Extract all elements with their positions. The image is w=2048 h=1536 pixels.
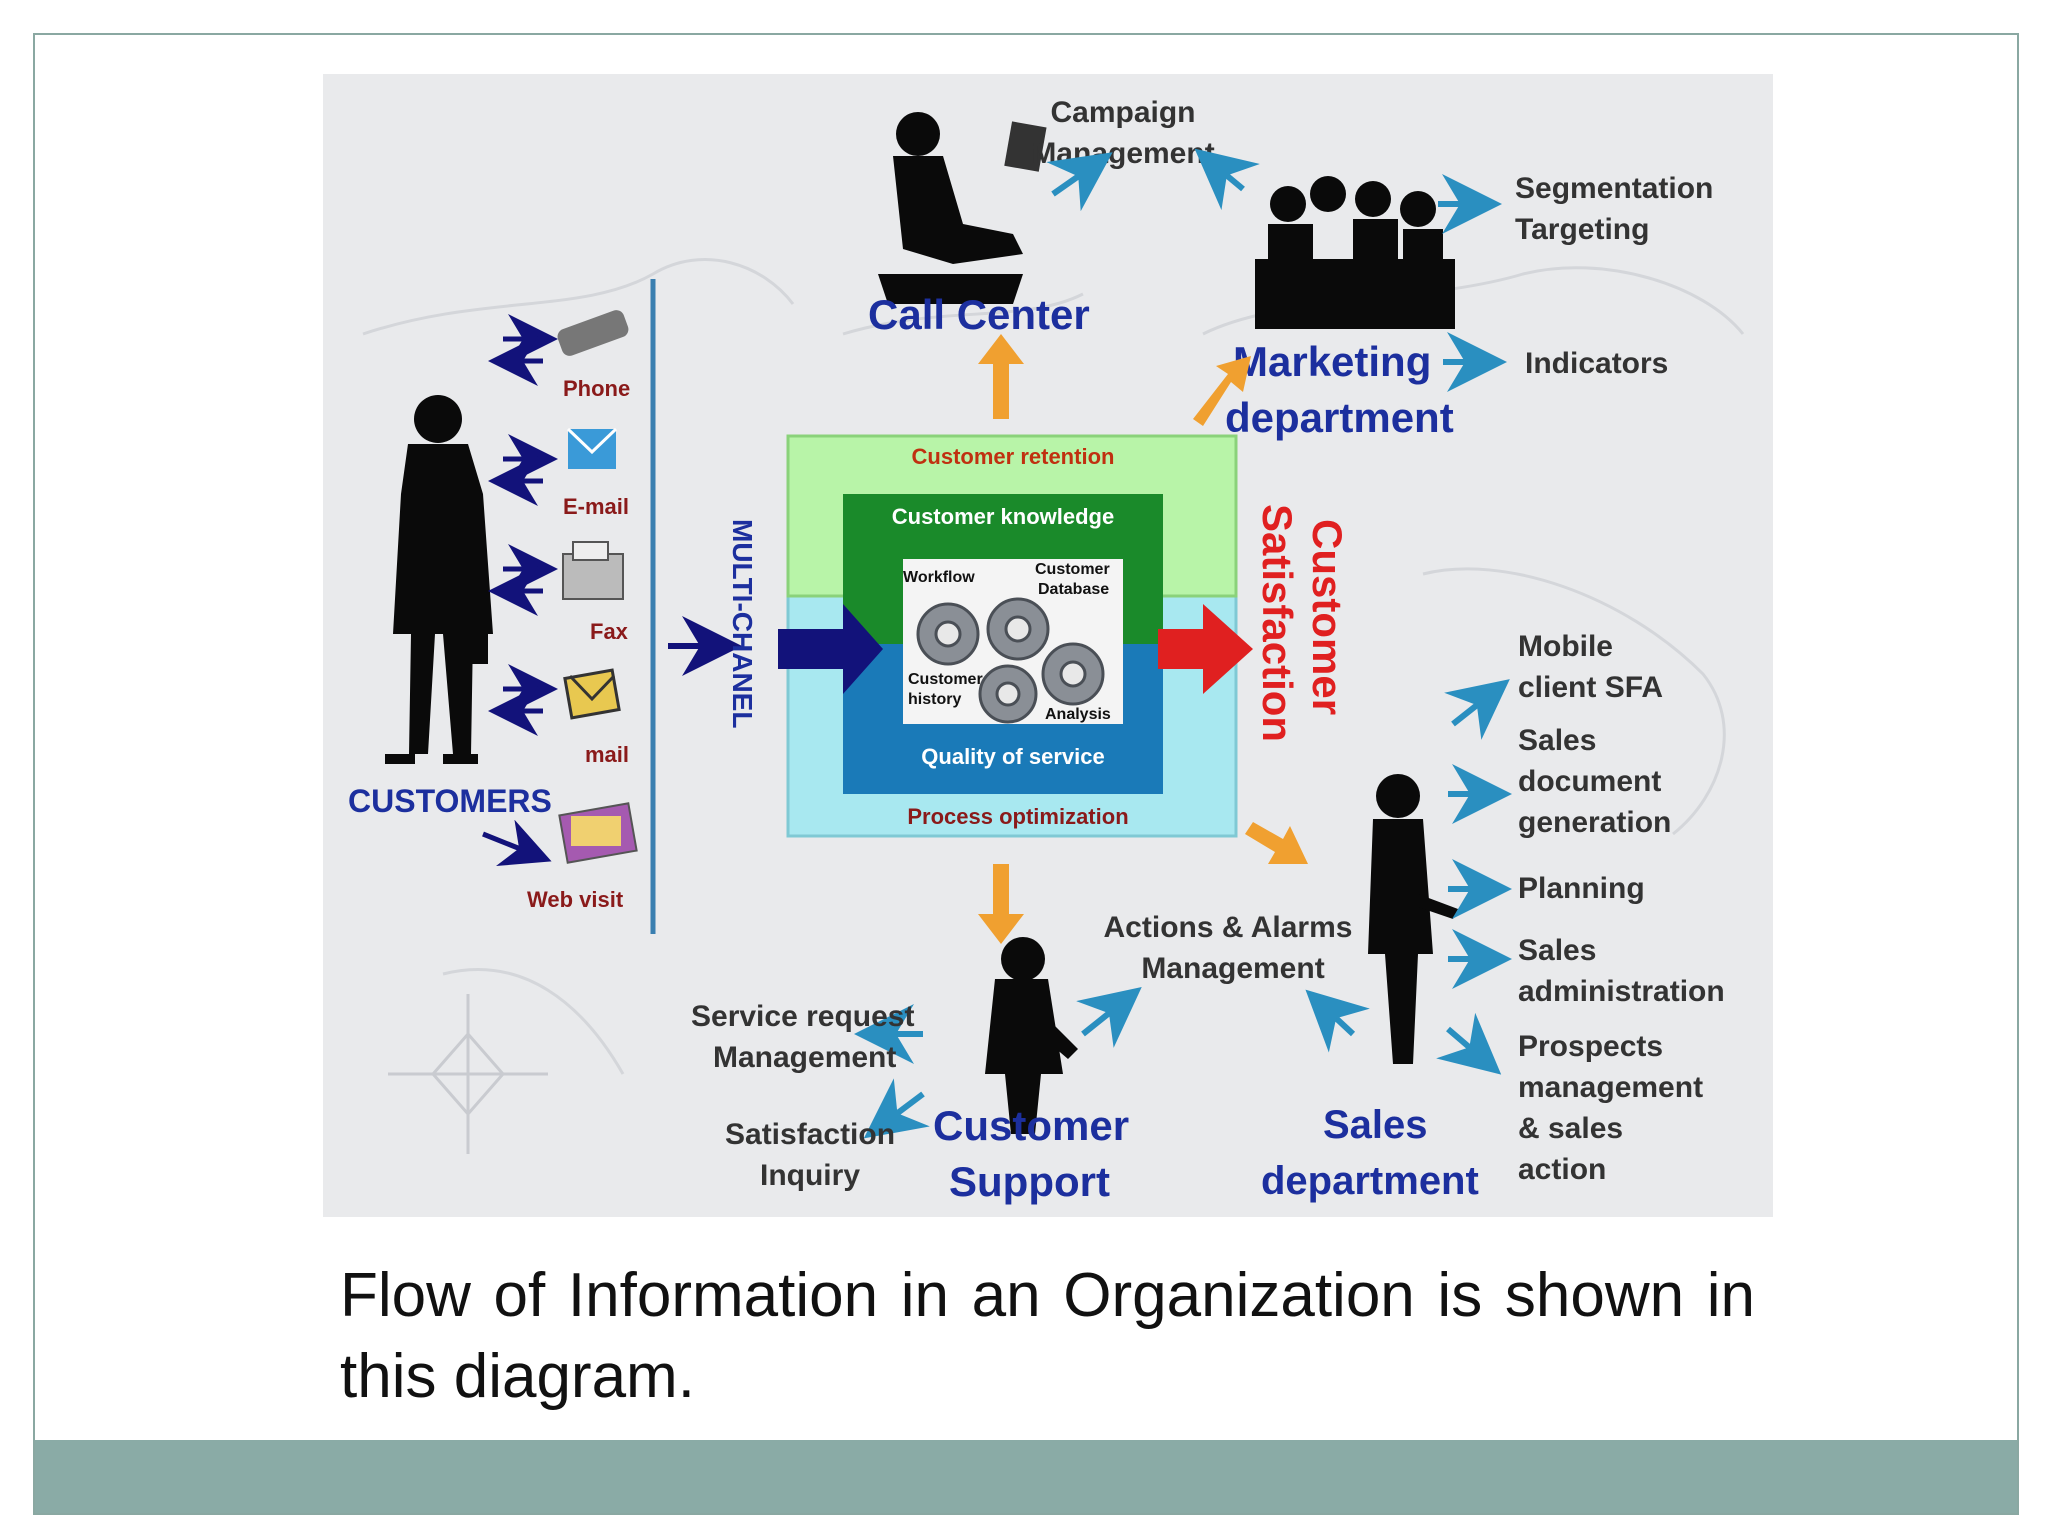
core-to-customer-support-arrow: [978, 864, 1024, 944]
call-center-label: Call Center: [868, 291, 1090, 338]
sales-person-icon: [1368, 774, 1458, 1064]
sales-document-label-3: generation: [1518, 806, 1671, 839]
call-center-agent-icon: [878, 112, 1047, 304]
email-icon: [566, 427, 618, 469]
sales-to-prospects-arrow: [1436, 1012, 1502, 1075]
mobile-sfa-label-1: Mobile: [1518, 630, 1613, 663]
service-request-label-2: Management: [713, 1041, 896, 1074]
mail-icon: [563, 668, 621, 720]
gear-icon: [916, 597, 1105, 724]
customer-satisfaction-label-1: Customer: [1304, 519, 1351, 715]
channel-mail-label: mail: [585, 742, 629, 767]
marketing-meeting-icon: [1255, 176, 1455, 329]
analysis-label: Analysis: [1045, 706, 1111, 723]
support-to-actions-arrow: [1076, 987, 1142, 1048]
planning-label: Planning: [1518, 872, 1645, 905]
sales-document-label-2: document: [1518, 765, 1661, 798]
sales-department-label-1: Sales: [1323, 1103, 1428, 1147]
sales-administration-label-1: Sales: [1518, 934, 1596, 967]
campaign-management-label-1: Campaign: [1050, 96, 1195, 129]
sales-document-label-1: Sales: [1518, 724, 1596, 757]
customer-silhouette-icon: [385, 395, 493, 764]
sales-to-mobile-sfa-arrow: [1444, 679, 1510, 740]
channel-fax-label: Fax: [590, 619, 629, 644]
customer-database-label-1: Customer: [1035, 561, 1110, 578]
customer-support-agent-icon: [985, 937, 1078, 1134]
segmentation-label: Segmentation: [1515, 172, 1713, 205]
customer-satisfaction-label-2: Satisfaction: [1254, 504, 1301, 742]
multi-channel-label: MULTI-CHANEL: [727, 519, 758, 728]
customers-label: CUSTOMERS: [348, 783, 552, 819]
satisfaction-inquiry-label-1: Satisfaction: [725, 1118, 895, 1151]
channel-phone-label: Phone: [563, 376, 630, 401]
customer-knowledge-label: Customer knowledge: [892, 504, 1114, 529]
sales-administration-label-2: administration: [1518, 975, 1725, 1008]
core-to-call-center-arrow: [978, 334, 1024, 419]
satisfaction-inquiry-label-2: Inquiry: [760, 1159, 860, 1192]
sales-department-label-2: department: [1261, 1159, 1479, 1203]
campaign-management-label-2: Management: [1031, 137, 1214, 170]
mobile-sfa-label-2: client SFA: [1518, 671, 1663, 704]
prospects-label-1: Prospects: [1518, 1030, 1663, 1063]
customer-history-label-1: Customer: [908, 671, 983, 688]
customer-support-label-2: Support: [949, 1158, 1110, 1205]
marketing-department-label-2: department: [1225, 394, 1454, 441]
fax-icon: [562, 541, 624, 600]
actions-alarms-label-1: Actions & Alarms: [1104, 911, 1353, 944]
web-visit-icon: [558, 802, 638, 864]
channel-exchange-arrows: [482, 314, 558, 867]
targeting-label: Targeting: [1515, 213, 1649, 246]
channel-email-label: E-mail: [563, 494, 629, 519]
input-arrow-icon: [778, 604, 883, 694]
marketing-department-label-1: Marketing: [1233, 338, 1431, 385]
customer-database-label-2: Database: [1038, 581, 1109, 598]
customer-support-label-1: Customer: [933, 1102, 1129, 1149]
customer-retention-label: Customer retention: [912, 444, 1115, 469]
indicators-label: Indicators: [1525, 347, 1668, 380]
prospects-label-2: management: [1518, 1071, 1703, 1104]
prospects-label-4: action: [1518, 1153, 1606, 1186]
call-center-to-campaign-arrow: [1046, 152, 1113, 212]
customer-history-label-2: history: [908, 691, 961, 708]
core-to-marketing-arrow: [1193, 356, 1251, 426]
core-to-sales-arrow: [1245, 822, 1308, 864]
channel-web-visit-label: Web visit: [527, 887, 624, 912]
compass-rose: [388, 994, 548, 1154]
sales-to-actions-arrow: [1305, 989, 1370, 1053]
service-request-label-1: Service request: [691, 1000, 914, 1033]
crm-information-flow-diagram: CUSTOMERS Phone E-mail Fax mail Web visi…: [323, 74, 1773, 1217]
slide-footer-bar: [35, 1440, 2017, 1513]
process-optimization-label: Process optimization: [907, 804, 1128, 829]
prospects-label-3: & sales: [1518, 1112, 1623, 1145]
support-to-satisfaction-inquiry-arrow: [863, 1078, 930, 1139]
marketing-to-campaign-arrow: [1194, 148, 1260, 211]
workflow-label: Workflow: [903, 569, 975, 586]
phone-icon: [557, 310, 629, 356]
slide-caption: Flow of Information in an Organization i…: [340, 1261, 1755, 1411]
output-arrow-icon: [1158, 604, 1253, 694]
actions-alarms-label-2: Management: [1141, 952, 1324, 985]
quality-of-service-label: Quality of service: [921, 744, 1104, 769]
